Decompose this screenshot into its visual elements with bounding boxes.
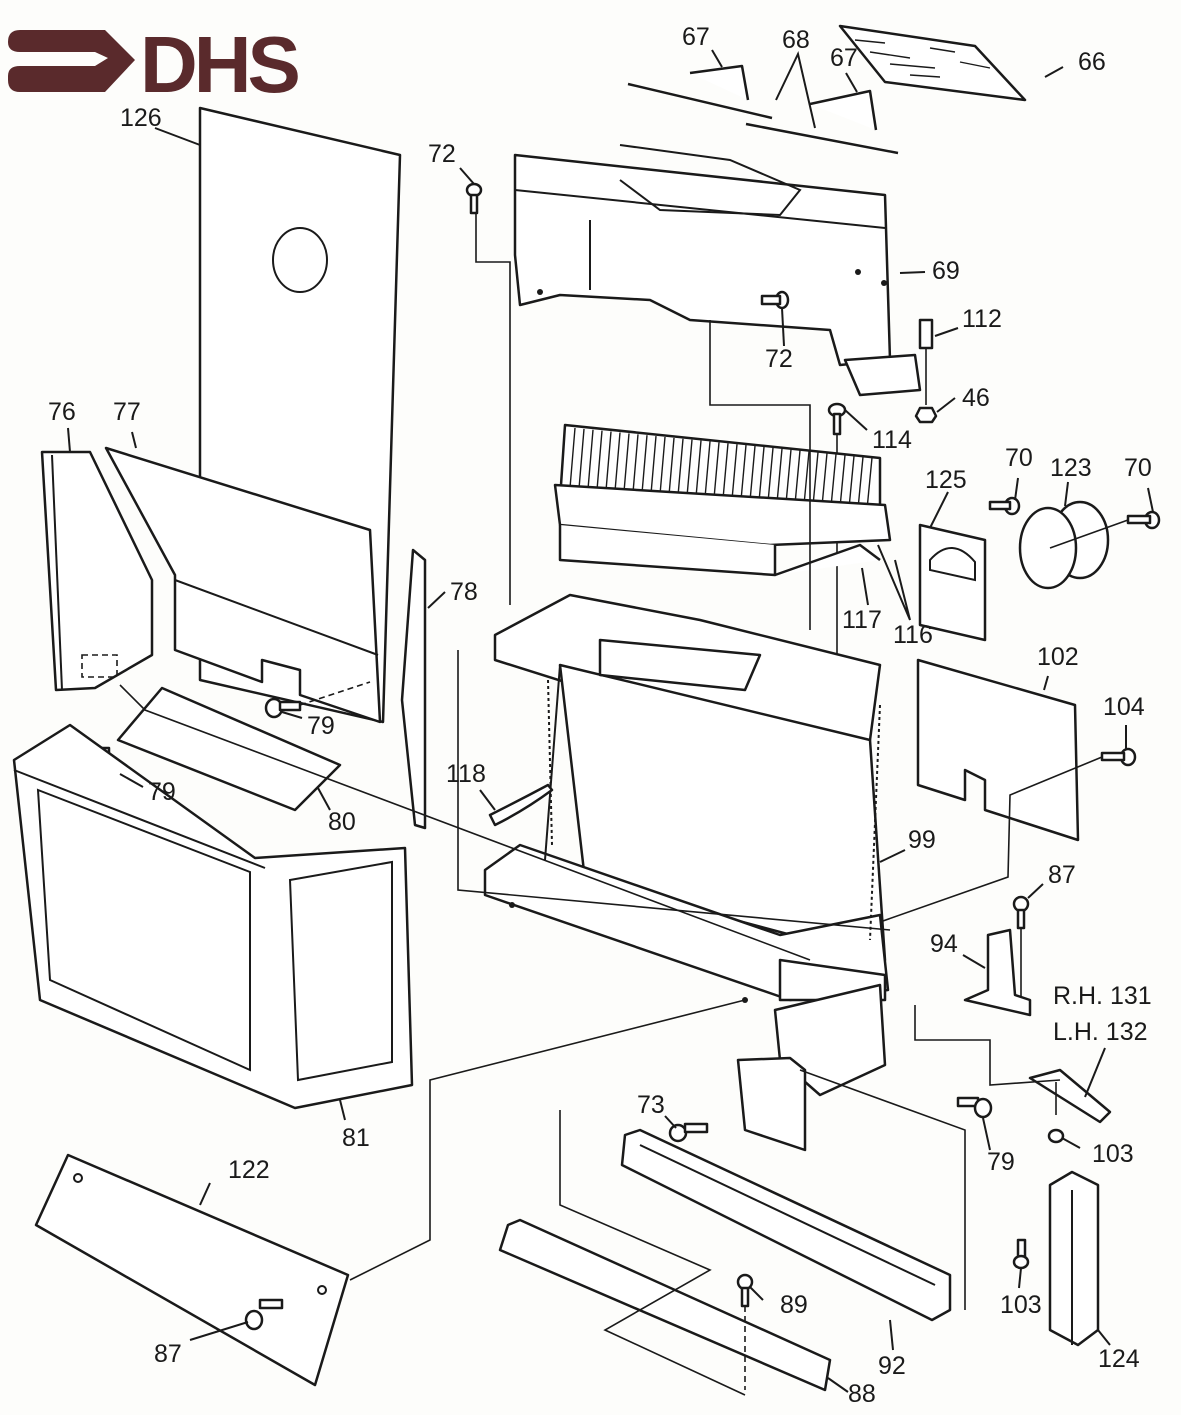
- callout-67-right: 67: [830, 44, 858, 72]
- screw-73: [668, 1122, 709, 1143]
- callout-122: 122: [228, 1156, 270, 1184]
- callout-72-top: 72: [428, 140, 456, 168]
- screw-87-lower: [244, 1298, 284, 1331]
- callout-92: 92: [878, 1352, 906, 1380]
- screw-72-left: [465, 182, 483, 215]
- callout-81: 81: [342, 1124, 370, 1152]
- callout-79-side: 79: [148, 778, 176, 806]
- callout-112: 112: [962, 305, 1002, 333]
- part-69-top-frame: [513, 144, 922, 397]
- part-center-bracket: [736, 1056, 807, 1152]
- callout-79-lower: 79: [987, 1148, 1015, 1176]
- part-77-inner-panel: [104, 446, 382, 724]
- screw-104: [879, 747, 1137, 923]
- callout-126: 126: [120, 104, 162, 132]
- callout-68: 68: [782, 26, 810, 54]
- screw-87-upper: [1012, 895, 1030, 1005]
- part-46-nut: [914, 406, 938, 424]
- callout-78: 78: [450, 578, 478, 606]
- part-102-side-shield: [916, 658, 1080, 842]
- callout-118: 118: [446, 760, 486, 788]
- leader-lines: [67, 49, 1154, 1393]
- callout-77: 77: [113, 398, 141, 426]
- part-118-rope: [488, 783, 554, 827]
- part-92-burner-rail: [620, 1128, 952, 1322]
- part-122-front-trim: [34, 1153, 350, 1387]
- firebox-assembly: [483, 593, 890, 1097]
- callout-76: 76: [48, 398, 76, 426]
- callout-73: 73: [637, 1091, 665, 1119]
- callout-87-upper: 87: [1048, 861, 1076, 889]
- part-124-leg: [1048, 1170, 1100, 1347]
- part-66-insulation-panel: [838, 24, 1027, 102]
- callout-103-lower: 103: [1000, 1291, 1042, 1319]
- screw-89: [736, 1273, 754, 1390]
- callout-70-right: 70: [1124, 454, 1152, 482]
- callout-114: 114: [872, 426, 912, 454]
- part-123-flue-collar: [1018, 500, 1110, 590]
- callout-67-left: 67: [682, 23, 710, 51]
- logo-text: DHS: [140, 20, 299, 109]
- screw-70-left: [988, 496, 1021, 516]
- callout-87-lower: 87: [154, 1340, 182, 1368]
- callout-80: 80: [328, 808, 356, 836]
- callout-103-upper: 103: [1092, 1140, 1134, 1168]
- callout-124: 124: [1098, 1345, 1140, 1373]
- callout-125: 125: [925, 466, 967, 494]
- callout-116: 116: [893, 621, 933, 649]
- screw-103-lower: [1012, 1238, 1030, 1270]
- part-131-132-bracket: [1028, 1068, 1112, 1124]
- callout-94: 94: [930, 930, 958, 958]
- arrow-logo-icon: [8, 30, 135, 92]
- part-88-angle-rail: [498, 1218, 832, 1392]
- screw-79-lower: [956, 1096, 993, 1119]
- callout-72-mid: 72: [765, 345, 793, 373]
- callout-123: 123: [1050, 454, 1092, 482]
- part-80-base-plate: [116, 686, 342, 812]
- callout-117: 117: [842, 606, 882, 634]
- callout-69: 69: [932, 257, 960, 285]
- heat-exchanger: [553, 423, 892, 577]
- callout-labels: 126 67 68 67 66 72 69 112 72 46 114 76 7…: [48, 23, 1152, 1408]
- part-94-bracket: [963, 928, 1032, 1017]
- callout-70-left: 70: [1005, 444, 1033, 472]
- callout-102: 102: [1037, 643, 1079, 671]
- part-76-side-panel: [40, 450, 154, 692]
- callout-66: 66: [1078, 48, 1106, 76]
- screw-103-upper: [1047, 1082, 1065, 1144]
- callout-88: 88: [848, 1380, 876, 1408]
- callout-99: 99: [908, 826, 936, 854]
- part-81-front-frame: [12, 723, 414, 1110]
- screw-79-panel: [264, 681, 371, 719]
- part-112-stud: [918, 318, 934, 405]
- callout-132: L.H. 132: [1053, 1018, 1148, 1046]
- part-78-trim-strip: [400, 548, 427, 830]
- part-125-mounting-plate: [918, 523, 987, 642]
- callout-79-panel: 79: [307, 712, 335, 740]
- part-67-68-rods: [627, 64, 899, 155]
- assembly-lines: [119, 213, 1061, 1396]
- callout-89: 89: [780, 1291, 808, 1319]
- callout-131: R.H. 131: [1053, 982, 1152, 1010]
- callout-46: 46: [962, 384, 990, 412]
- callout-104: 104: [1103, 693, 1145, 721]
- dhs-logo: DHS: [8, 20, 303, 109]
